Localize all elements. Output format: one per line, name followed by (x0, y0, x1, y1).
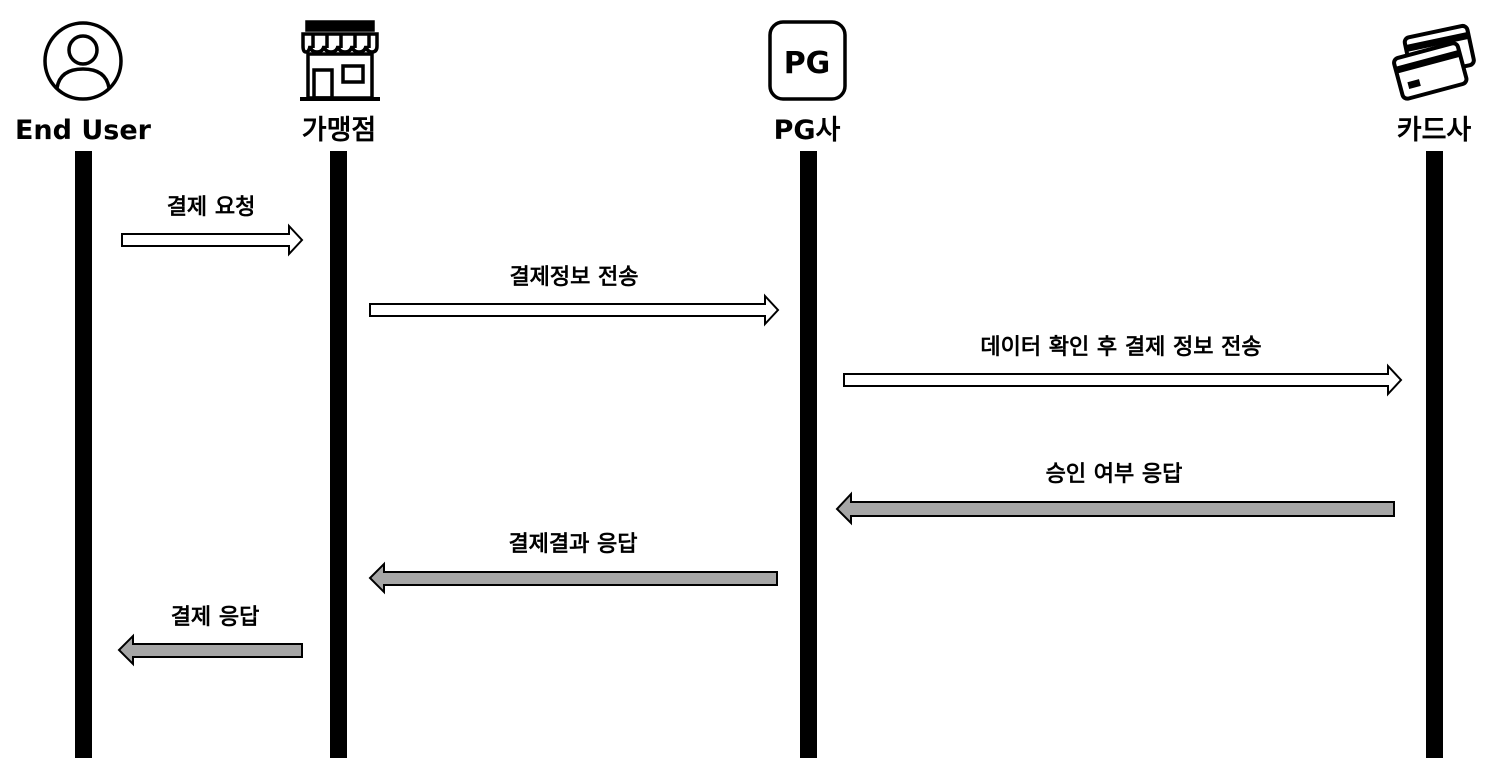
response-arrow (835, 491, 1395, 526)
participant-label-pg: PG사 (774, 115, 841, 146)
message-label: 결제정보 전송 (509, 265, 638, 290)
participant-label-merchant: 가맹점 (302, 115, 377, 146)
response-arrow (117, 633, 303, 667)
participant-label-end-user: End User (15, 115, 152, 146)
message-label: 데이터 확인 후 결제 정보 전송 (980, 335, 1261, 360)
lifeline-merchant (330, 151, 347, 758)
storefront-icon (300, 20, 380, 101)
pg-box-icon: PG (768, 20, 847, 101)
pg-icon-text: PG (784, 46, 831, 81)
user-circle-icon (43, 21, 123, 101)
lifeline-card-company (1426, 151, 1443, 758)
credit-cards-icon (1392, 23, 1476, 101)
lifeline-end-user (75, 151, 92, 758)
message-label: 결제결과 응답 (508, 532, 637, 557)
participant-label-card-company: 카드사 (1397, 115, 1472, 146)
message-label: 결제 요청 (167, 195, 256, 220)
request-arrow (121, 223, 304, 257)
message-label: 결제 응답 (171, 605, 260, 630)
request-arrow (843, 363, 1403, 397)
lifeline-pg (800, 151, 817, 758)
response-arrow (368, 561, 778, 595)
message-label: 승인 여부 응답 (1046, 462, 1183, 487)
request-arrow (369, 293, 780, 327)
